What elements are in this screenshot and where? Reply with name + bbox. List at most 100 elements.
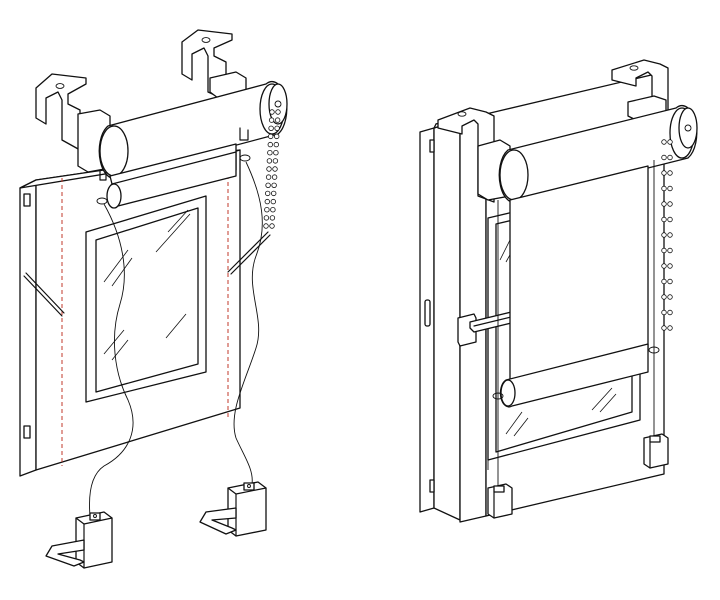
blind-fabric-right: [492, 165, 660, 408]
chain-bead: [271, 174, 278, 180]
cord-guide-pin-left: [23, 275, 63, 317]
chain-bead: [264, 206, 270, 213]
roller-tube-right: [498, 105, 698, 203]
jamb-left-front: [433, 119, 461, 521]
sash-slot-top: [23, 193, 31, 207]
chain-bead: [667, 154, 673, 161]
chain-bead: [269, 223, 275, 229]
chain-bead: [667, 278, 673, 285]
roller-tube-end-left-door: [499, 149, 529, 201]
chain-bead: [270, 206, 276, 213]
chain-bead: [271, 190, 277, 197]
bottom-bar-end: [106, 183, 122, 209]
glass-reflection: [111, 257, 133, 287]
jamb-hole: [429, 479, 435, 493]
side-cords: [89, 161, 263, 517]
weight-right-top: [243, 482, 255, 491]
chain-bead: [667, 294, 673, 300]
side-cord-left: [89, 203, 134, 517]
chain-bead: [274, 133, 280, 140]
chain-bead: [272, 158, 279, 164]
chain-bead: [274, 125, 280, 131]
chain-bead: [274, 117, 281, 123]
chain-bead: [273, 141, 279, 148]
jamb-hole: [429, 139, 435, 153]
clip-left-top: [493, 485, 505, 493]
cord-clip-right: [239, 127, 249, 141]
hook-hole: [629, 65, 639, 71]
glass-reflection: [155, 213, 191, 253]
end-cap-axle: [274, 100, 282, 108]
right-illustration: [419, 59, 698, 523]
chain-bead: [268, 117, 275, 123]
eyelet-left: [96, 197, 108, 205]
chain-bead: [667, 247, 673, 254]
chain-bead: [661, 216, 667, 223]
chain-bead: [267, 141, 273, 148]
bottom-bar-end-door: [500, 379, 516, 407]
chain-bead: [266, 158, 273, 164]
chain-bead: [263, 215, 270, 221]
chain-bead: [667, 232, 673, 238]
chain-bead: [661, 294, 667, 300]
chain-bead: [661, 278, 667, 285]
chain-bead: [661, 201, 667, 207]
tension-weight-left: [45, 511, 113, 569]
bead-chain-right: [661, 139, 673, 331]
hook-left-hole: [55, 83, 65, 89]
cord-eyelets: [96, 127, 251, 205]
chain-bead: [265, 174, 272, 180]
chain-bead: [273, 149, 279, 156]
chain-bead: [661, 154, 667, 161]
chain-bead: [266, 166, 272, 172]
chain-bead: [667, 139, 673, 145]
chain-bead: [269, 215, 276, 221]
chain-bead: [265, 182, 271, 188]
chain-bead: [661, 325, 667, 331]
chain-bead: [667, 170, 673, 176]
bead-chain-left: [263, 109, 281, 229]
chain-bead: [661, 139, 667, 145]
weight-left-foot: [45, 539, 85, 567]
glass-reflection: [591, 387, 613, 411]
floor-clips: [487, 433, 669, 519]
hook-right-hole: [201, 37, 211, 43]
chain-bead: [661, 170, 667, 176]
chain-bead: [667, 201, 673, 207]
window-sash: [19, 149, 271, 477]
chain-bead: [267, 149, 273, 156]
chain-bead: [661, 263, 667, 269]
hook-hole: [457, 111, 467, 117]
cord-guide-pin-right: [230, 234, 271, 275]
glass-reflection: [111, 339, 129, 361]
end-cap-right-door: [678, 107, 698, 149]
floor-clip-left: [487, 483, 513, 519]
chain-bead: [270, 198, 276, 205]
chain-bead: [268, 133, 274, 140]
tension-weight-right: [199, 481, 267, 537]
weight-right-hole: [247, 484, 251, 488]
roller-tube: [98, 81, 288, 179]
chain-bead: [272, 166, 278, 172]
chain-bead: [667, 309, 673, 316]
chain-bead: [275, 109, 281, 115]
glass-reflection: [599, 393, 617, 413]
weight-left-top: [89, 512, 101, 521]
weight-right-foot: [199, 507, 237, 535]
chain-bead: [263, 223, 269, 229]
chain-bead: [661, 309, 667, 316]
glass-reflection: [167, 209, 189, 233]
chain-bead: [264, 198, 270, 205]
jamb-slot: [424, 299, 431, 327]
cord-clip-left: [99, 169, 107, 181]
chain-bead: [661, 232, 667, 238]
glass-reflection: [505, 411, 523, 435]
chain-bead: [269, 109, 275, 115]
side-cord-right: [233, 161, 263, 485]
cord-guide-pin-left: [25, 272, 65, 314]
chain-bead: [667, 216, 673, 223]
blind-fabric: [106, 143, 237, 209]
glass-reflection: [103, 249, 129, 283]
chain-bead: [667, 325, 673, 331]
